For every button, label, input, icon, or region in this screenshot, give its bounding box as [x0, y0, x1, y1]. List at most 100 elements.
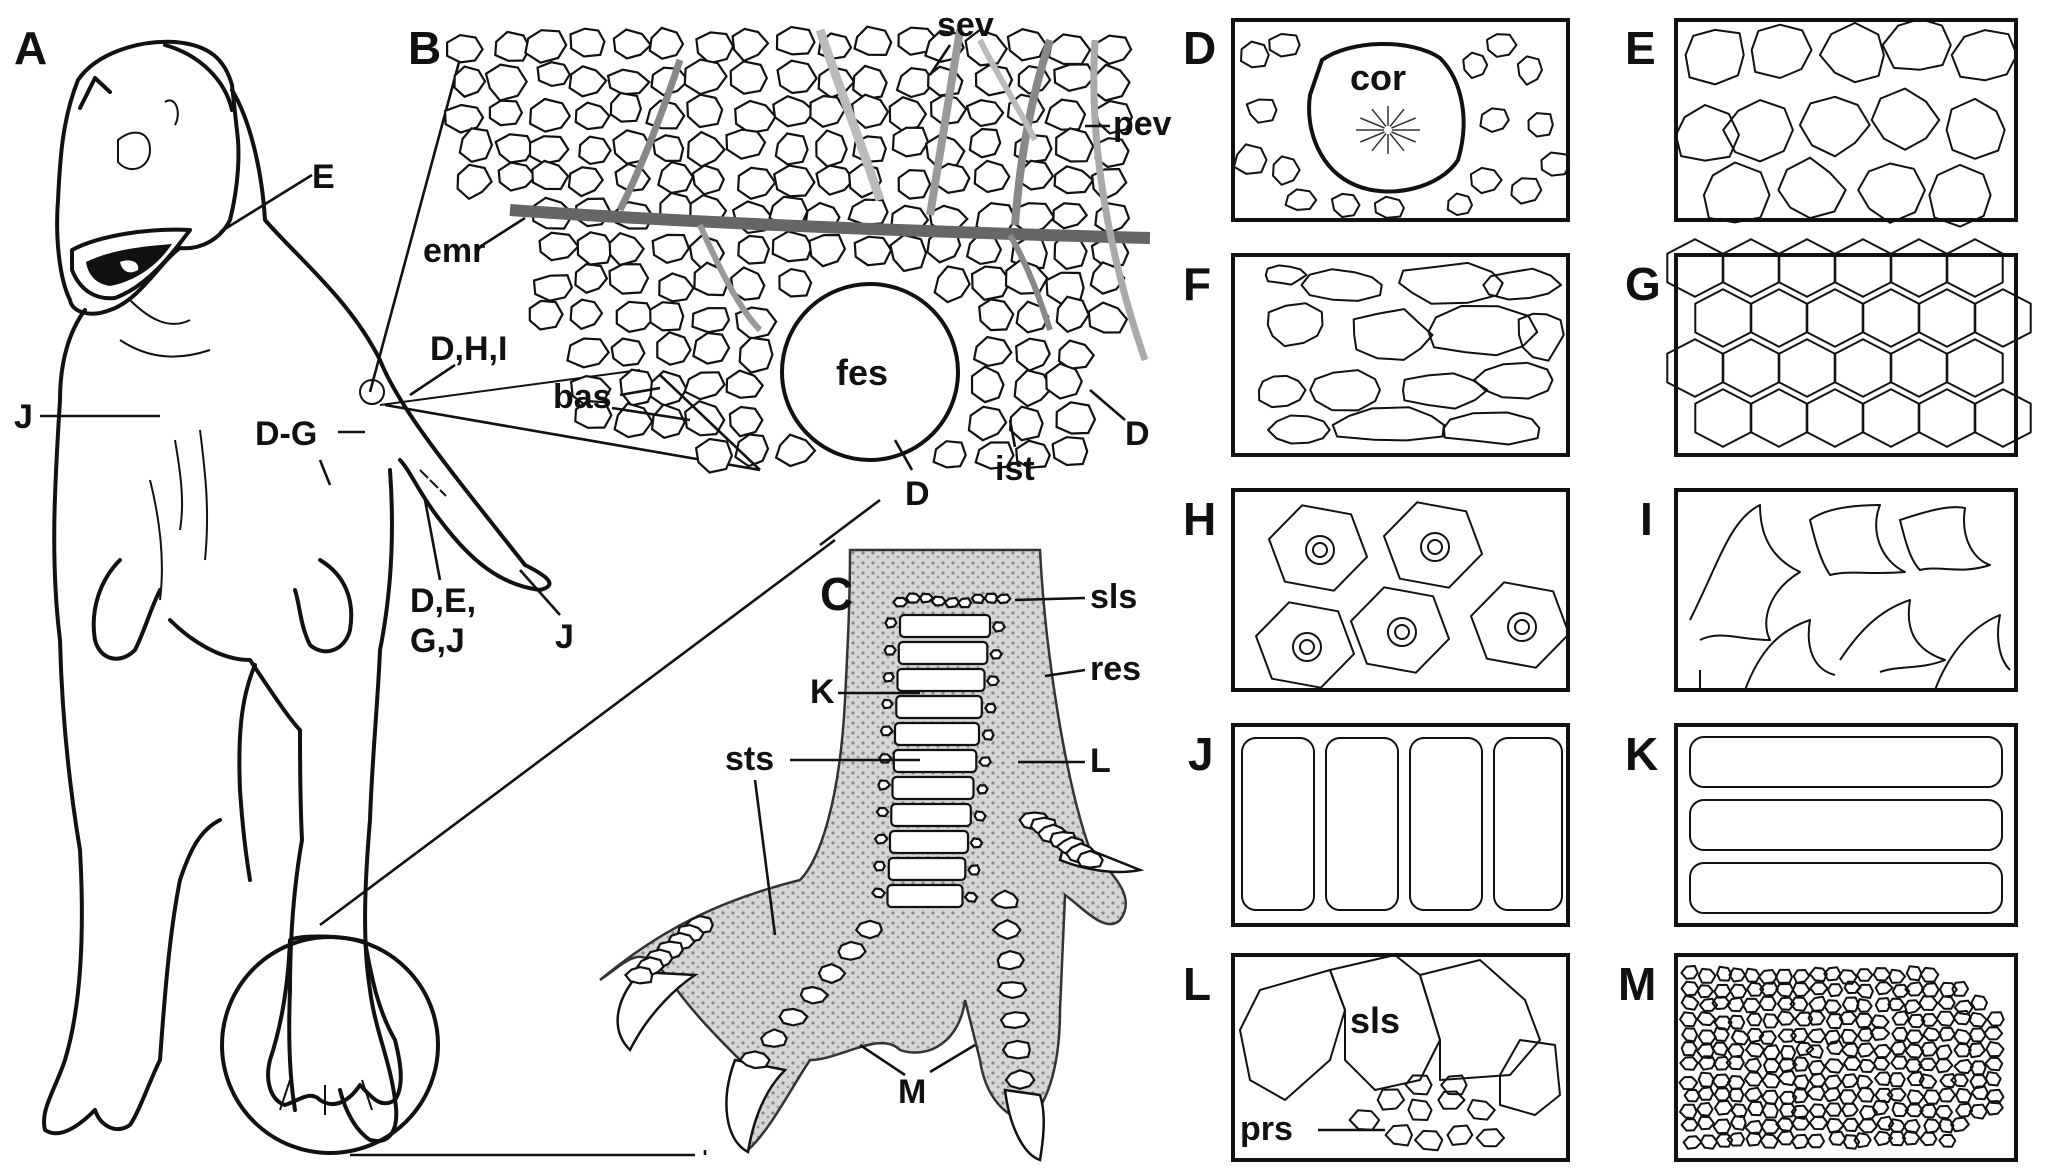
basement-scale — [612, 28, 653, 60]
basement-scale — [651, 134, 685, 163]
panel-letter-a: A — [14, 22, 47, 74]
basement-scale — [736, 166, 777, 200]
basement-scale — [1055, 401, 1097, 435]
transverse-scute — [888, 829, 970, 855]
basement-scale — [1015, 439, 1052, 469]
basement-scale — [494, 30, 532, 62]
basement-scale — [649, 301, 685, 332]
basement-scale — [725, 128, 767, 160]
basement-scale — [738, 336, 774, 374]
basement-scale — [538, 231, 580, 262]
basement-scale — [853, 235, 893, 267]
basement-scale — [497, 161, 537, 192]
basement-scale — [446, 33, 484, 64]
label-a-j-left: J — [14, 398, 33, 436]
label-c-sts: sts — [725, 740, 774, 778]
basement-scale — [683, 58, 728, 96]
basement-scale — [651, 233, 691, 264]
digit-scute — [817, 963, 847, 985]
basement-scale — [532, 274, 574, 302]
panel-letter-b: B — [408, 22, 441, 74]
basement-scale — [1006, 28, 1047, 62]
digit-scute — [854, 919, 884, 940]
basement-scale — [895, 67, 936, 99]
label-b-emr: emr — [423, 232, 485, 270]
panel-e-box — [1674, 17, 2018, 228]
basement-scale — [731, 27, 770, 63]
basement-scale — [1051, 436, 1089, 467]
label-a-degj-1: D,E, — [410, 582, 476, 620]
hexagonal-scale — [1946, 238, 2004, 298]
panel-h-box — [1231, 488, 1570, 692]
hexagonal-scale — [1946, 338, 2004, 398]
basement-scale — [488, 99, 524, 127]
basement-scale — [1047, 33, 1092, 66]
basement-scale — [615, 300, 656, 333]
label-b-fes: fes — [836, 352, 888, 393]
label-c-k: K — [810, 673, 835, 711]
basement-scale — [809, 94, 846, 129]
basement-scale — [1045, 362, 1084, 400]
basement-scale — [1015, 337, 1051, 372]
digit-scute — [996, 981, 1028, 1000]
basement-scale — [853, 25, 893, 57]
basement-scale — [970, 265, 1012, 301]
digit-scute — [799, 985, 830, 1005]
transverse-scute — [890, 802, 972, 828]
tubercle-scale — [1383, 501, 1483, 589]
basement-scale — [484, 63, 529, 102]
basement-scale — [1087, 301, 1129, 334]
digit-scute — [991, 918, 1022, 941]
basement-scale — [729, 60, 769, 95]
transverse-scute — [896, 667, 986, 693]
panel-c-foot — [599, 374, 1145, 1162]
basement-scale — [692, 331, 731, 365]
panel-letter-j: J — [1188, 728, 1214, 780]
basement-scale — [658, 272, 695, 303]
basement-scale — [569, 298, 604, 331]
digit-scute — [996, 949, 1026, 971]
basement-scale — [1054, 127, 1095, 163]
panel-letter-l: L — [1183, 958, 1211, 1010]
basement-scale — [778, 267, 813, 298]
basement-scale — [965, 99, 1005, 128]
digit-scute — [760, 1028, 788, 1048]
digit-scute — [1076, 849, 1104, 869]
label-b-sev: sev — [937, 6, 994, 44]
basement-scale — [568, 65, 608, 98]
basement-scale — [686, 93, 724, 129]
basement-scale — [775, 25, 816, 56]
basement-scale — [771, 230, 814, 263]
basement-scale — [453, 65, 487, 98]
basement-scale — [852, 64, 888, 100]
basement-scale — [576, 231, 615, 266]
basement-scale — [574, 101, 611, 131]
basement-scale — [691, 306, 731, 334]
basement-scale — [494, 133, 535, 164]
panel-letter-d: D — [1183, 22, 1216, 74]
transverse-scute — [886, 883, 964, 909]
panel-letter-f: F — [1183, 258, 1211, 310]
basement-scale — [656, 331, 692, 366]
basement-scale — [1044, 98, 1087, 131]
panel-letter-e: E — [1625, 22, 1656, 74]
digit-scute — [1001, 1039, 1031, 1060]
basement-scale — [574, 262, 609, 295]
basement-scale — [1053, 63, 1097, 92]
digit-scute — [778, 1007, 809, 1027]
basement-scale — [456, 163, 493, 201]
basement-scale — [972, 335, 1013, 368]
basement-scale — [691, 164, 726, 196]
basement-scale — [891, 126, 930, 158]
tubercle-scale — [1268, 504, 1368, 592]
basement-scale — [567, 166, 605, 198]
basement-scale — [608, 231, 645, 267]
basement-scale — [686, 130, 726, 168]
basement-scale — [695, 31, 735, 65]
digit-scute — [837, 940, 867, 961]
hexagonal-scale — [1974, 288, 2032, 348]
basement-scale — [734, 99, 777, 135]
basement-scale — [1008, 405, 1044, 442]
label-b-pev: pev — [1113, 105, 1172, 143]
